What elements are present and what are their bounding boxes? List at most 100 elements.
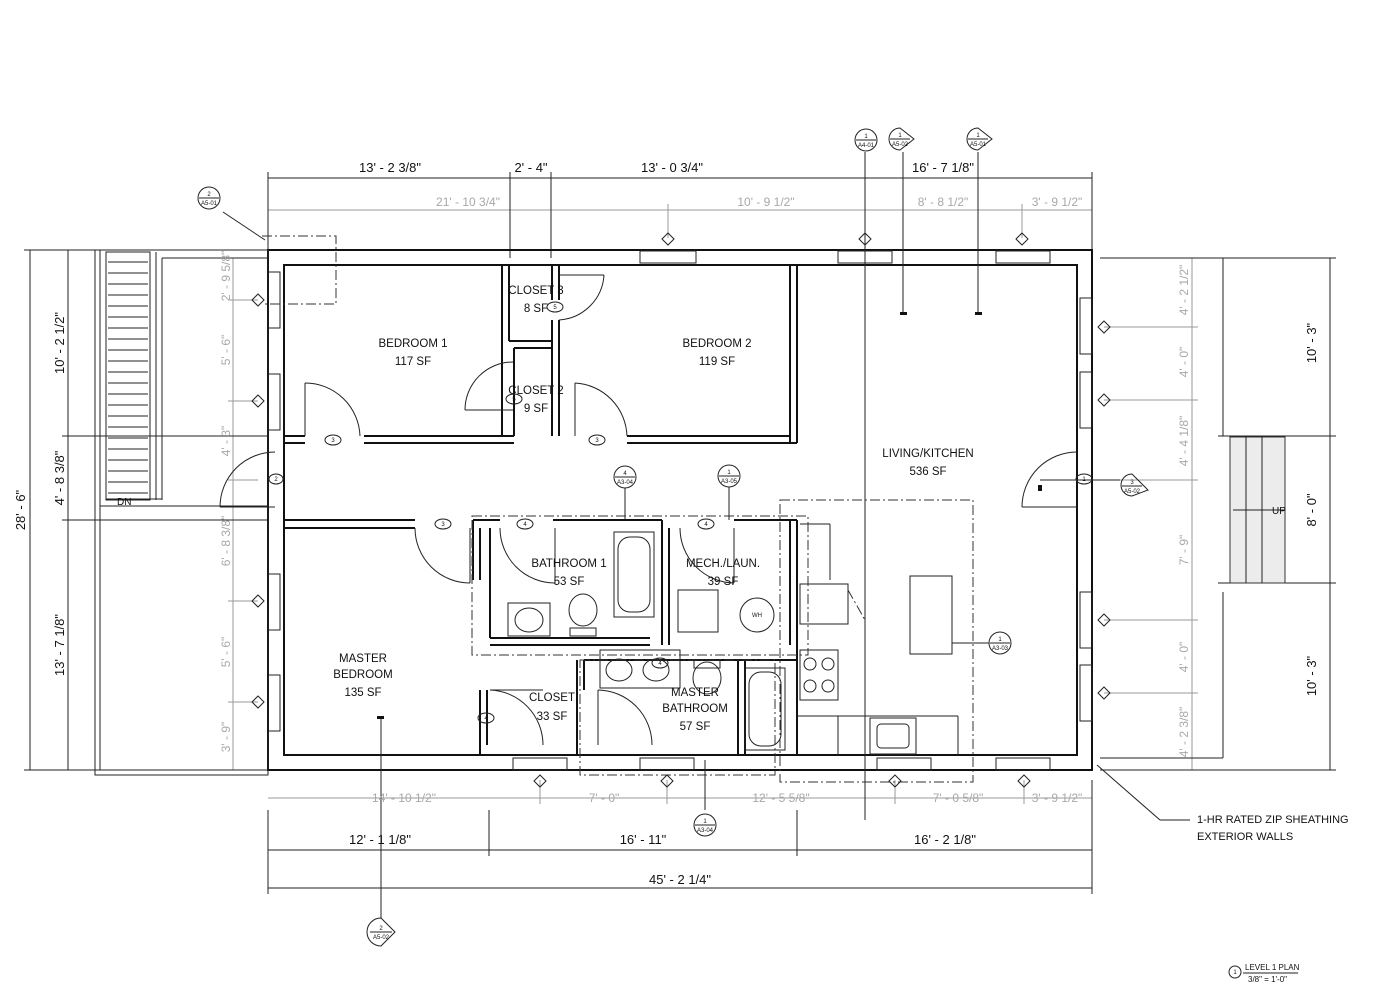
svg-text:A5-01: A5-01 — [201, 201, 218, 207]
door-swings — [219, 274, 1078, 746]
svg-text:2: 2 — [379, 926, 383, 932]
dim-right-2: 8' - 0" — [1304, 493, 1319, 526]
dim-right-grey-3: 4' - 4 1/8" — [1177, 416, 1191, 467]
dim-right-3: 10' - 3" — [1304, 655, 1319, 696]
callouts: 2 A5-01 1 A4-01 1 A5-02 1 A5-01 4 A3-04 … — [197, 127, 1149, 947]
window-tag-diamond — [251, 293, 265, 307]
svg-text:1: 1 — [898, 133, 902, 139]
window-tag-diamond — [660, 774, 674, 788]
room-area-living-kitchen: 536 SF — [909, 466, 946, 478]
windows — [267, 250, 1093, 771]
door-tag: 3 — [434, 518, 452, 530]
svg-text:5: 5 — [512, 397, 516, 403]
dashed-outlines — [262, 235, 974, 783]
svg-text:3: 3 — [441, 522, 445, 528]
dim-top-3: 13' - 0 3/4" — [641, 160, 703, 175]
svg-text:4: 4 — [704, 522, 708, 528]
dim-bottom-grey-4: 7' - 0 5/8" — [933, 791, 984, 805]
room-name-mech-laun: MECH./LAUN. — [686, 558, 760, 570]
callout-a3-04-bottom: 1 A3-04 — [693, 813, 717, 837]
window-tag-diamond — [661, 232, 675, 246]
left-deck-stair — [94, 249, 269, 776]
window-tag-diamond — [1097, 613, 1111, 627]
room-labels: BEDROOM 1 117 SF BEDROOM 2 119 SF CLOSET… — [333, 285, 973, 733]
window-tag-diamond — [251, 394, 265, 408]
door-tag: 1 — [1075, 473, 1093, 485]
window-tag-diamond — [1015, 232, 1029, 246]
water-heater-label: WH — [752, 613, 762, 619]
callout-a4-01-top: 1 A4-01 — [854, 128, 878, 152]
door-tag: 4 — [651, 657, 669, 669]
dim-top-2: 2' - 4" — [514, 160, 547, 175]
room-area-master-bathroom: 57 SF — [680, 721, 711, 733]
dim-overall: 45' - 2 1/4" — [649, 872, 711, 887]
window-tag-diamond — [251, 695, 265, 709]
stair-down-label: DN — [117, 497, 131, 508]
svg-text:4: 4 — [623, 471, 627, 477]
dim-top-1: 13' - 2 3/8" — [359, 160, 421, 175]
dim-left-1: 10' - 2 1/2" — [52, 312, 67, 374]
room-name-living-kitchen: LIVING/KITCHEN — [882, 448, 973, 460]
room-name2-master-bedroom: BEDROOM — [333, 669, 392, 681]
dim-top-grey-2: 10' - 9 1/2" — [737, 195, 794, 209]
right-deck-stair — [1100, 258, 1286, 759]
room-area-master-bedroom: 135 SF — [344, 687, 381, 699]
window-tag-diamond — [1097, 320, 1111, 334]
room-area-closet: 33 SF — [537, 711, 568, 723]
callout-a5-02-right: 3 A5-02 — [1120, 473, 1149, 497]
door-tags: 3 3 3 2 1 4 4 4 4 5 5 — [268, 301, 1093, 724]
dim-left-2: 4' - 8 3/8" — [52, 450, 67, 505]
callout-a3-05-mid: 1 A3-05 — [717, 464, 741, 520]
door-tag: 5 — [546, 301, 564, 313]
room-name-closet: CLOSET — [529, 692, 575, 704]
door-tag: 5 — [505, 393, 523, 405]
door-tag: 3 — [588, 434, 606, 446]
dimension-text: 13' - 2 3/8" 2' - 4" 13' - 0 3/4" 16' - … — [13, 160, 1319, 887]
svg-text:2: 2 — [274, 477, 278, 483]
window-tag-diamond — [533, 774, 547, 788]
dim-right-grey-5: 4' - 0" — [1177, 642, 1191, 673]
room-name-bedroom-2: BEDROOM 2 — [682, 338, 751, 350]
room-area-bedroom-2: 119 SF — [699, 356, 735, 368]
svg-text:3: 3 — [331, 438, 335, 444]
door-tag: 3 — [324, 434, 342, 446]
title-text: LEVEL 1 PLAN — [1245, 963, 1300, 972]
room-name-bedroom-1: BEDROOM 1 — [378, 338, 447, 350]
room-area-closet-2: 9 SF — [524, 403, 548, 415]
window-tag-diamond — [858, 232, 872, 246]
callout-a5-01-left: 2 A5-01 — [197, 186, 221, 210]
dim-left-grey-3: 4' - 3" — [219, 426, 233, 457]
svg-text:1: 1 — [1082, 477, 1086, 483]
title-number: 1 — [1233, 970, 1237, 976]
window-tag-diamond — [1097, 686, 1111, 700]
door-tag: 2 — [268, 473, 284, 485]
dim-right-grey-4: 7' - 9" — [1177, 535, 1191, 566]
wall-note-line2: EXTERIOR WALLS — [1197, 831, 1293, 843]
callout-a3-03-kitchen: 1 A3-03 — [952, 631, 1012, 655]
svg-text:A5-02: A5-02 — [373, 935, 390, 941]
dim-left-grey-5: 5' - 6" — [219, 637, 233, 668]
dim-bottom-3: 16' - 2 1/8" — [914, 832, 976, 847]
svg-text:A5-01: A5-01 — [970, 142, 987, 148]
room-name-closet-2: CLOSET 2 — [508, 385, 563, 397]
room-area-bathroom-1: 53 SF — [554, 576, 585, 588]
dim-bottom-grey-2: 7' - 0" — [589, 791, 620, 805]
svg-text:1: 1 — [703, 819, 707, 825]
section-lines — [222, 152, 1190, 918]
svg-text:1: 1 — [976, 133, 980, 139]
dim-bottom-1: 12' - 1 1/8" — [349, 832, 411, 847]
svg-text:A5-02: A5-02 — [892, 142, 909, 148]
room-name2-master-bathroom: BATHROOM — [662, 703, 728, 715]
svg-text:1: 1 — [864, 134, 868, 140]
svg-text:5: 5 — [553, 305, 557, 311]
svg-text:4: 4 — [658, 661, 662, 667]
callout-a5-01-top: 1 A5-01 — [966, 127, 993, 151]
dim-right-1: 10' - 3" — [1304, 322, 1319, 363]
svg-text:2: 2 — [207, 192, 211, 198]
door-tag: 4 — [477, 712, 495, 724]
svg-text:3: 3 — [1130, 480, 1134, 486]
dim-right-grey-2: 4' - 0" — [1177, 347, 1191, 378]
svg-text:4: 4 — [523, 522, 527, 528]
dim-bottom-grey-1: 14' - 10 1/2" — [372, 791, 436, 805]
